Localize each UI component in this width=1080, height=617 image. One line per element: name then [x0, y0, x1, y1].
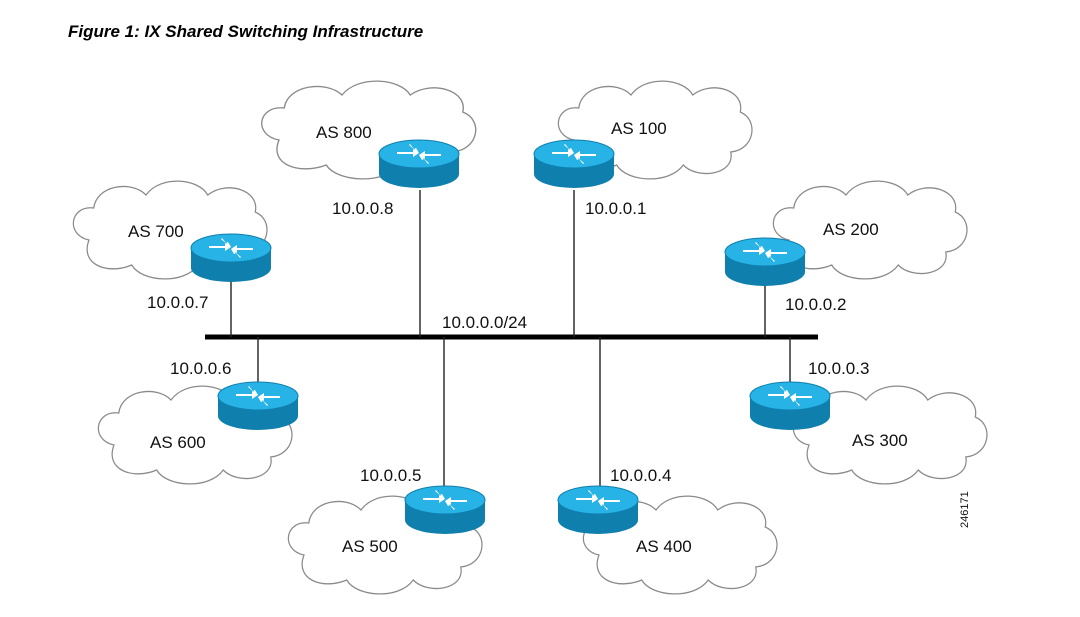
ip-label: 10.0.0.3: [808, 359, 869, 378]
as-label: AS 100: [611, 119, 667, 138]
ip-label: 10.0.0.8: [332, 199, 393, 218]
ip-label: 10.0.0.2: [785, 295, 846, 314]
router-icon: [749, 381, 831, 431]
network-label: 10.0.0.0/24: [442, 313, 527, 332]
as-label: AS 700: [128, 222, 184, 241]
as-label: AS 200: [823, 220, 879, 239]
router-icon: [724, 237, 806, 287]
router-icon: [217, 381, 299, 431]
ip-label: 10.0.0.5: [360, 466, 421, 485]
ip-label: 10.0.0.4: [610, 466, 671, 485]
as-label: AS 300: [852, 431, 908, 450]
connection-lines: [230, 190, 791, 490]
node-as200: AS 200 10.0.0.2: [724, 180, 968, 314]
as-label: AS 600: [150, 433, 206, 452]
node-as700: AS 700 10.0.0.7: [72, 180, 272, 312]
node-as400: AS 400 10.0.0.4: [557, 466, 778, 595]
figure-caption: Figure 1: IX Shared Switching Infrastruc…: [68, 22, 424, 41]
node-as100: AS 100 10.0.0.1: [533, 80, 753, 218]
ip-label: 10.0.0.7: [147, 293, 208, 312]
router-icon: [557, 485, 639, 535]
router-icon: [378, 139, 460, 189]
ip-label: 10.0.0.6: [170, 359, 231, 378]
node-as300: AS 300 10.0.0.3: [749, 359, 988, 485]
node-as600: AS 600 10.0.0.6: [97, 359, 299, 485]
node-as500: AS 500 10.0.0.5: [287, 466, 486, 595]
as-label: AS 400: [636, 537, 692, 556]
figure-id: 246171: [959, 491, 971, 528]
ip-label: 10.0.0.1: [585, 199, 646, 218]
router-icon: [190, 233, 272, 283]
router-icon: [404, 485, 486, 535]
as-label: AS 500: [342, 537, 398, 556]
as-label: AS 800: [316, 123, 372, 142]
node-as800: AS 800 10.0.0.8: [261, 80, 477, 218]
router-icon: [533, 139, 615, 189]
